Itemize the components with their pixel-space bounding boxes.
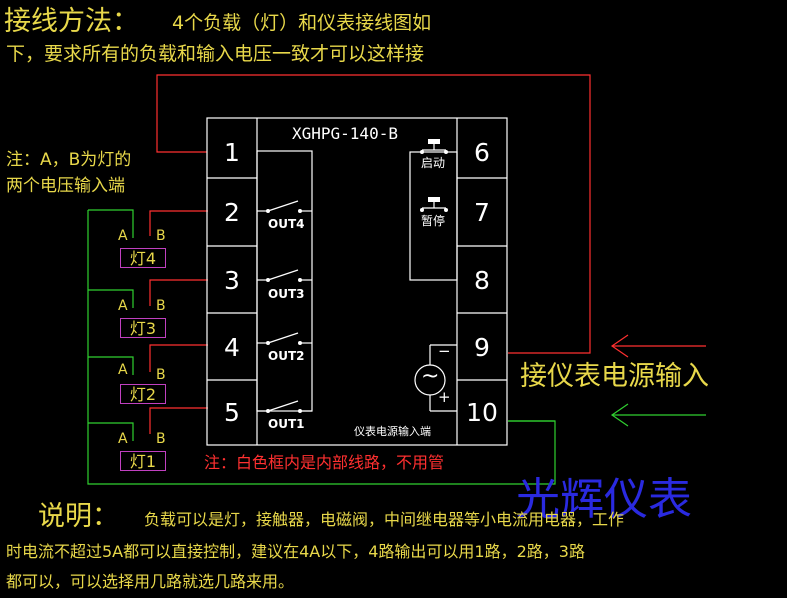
pin-3: 3 [224, 266, 240, 295]
desc-line2: 时电流不超过5A都可以直接控制，建议在4A以下，4路输出可以用1路，2路，3路 [6, 542, 585, 561]
lamp4-a: A [118, 228, 128, 244]
lamp2-a: A [118, 362, 128, 378]
minus-sign: − [438, 342, 451, 360]
switch-dots [266, 139, 448, 413]
out1-label: OUT1 [268, 417, 305, 431]
desc-line1: 负载可以是灯，接触器，电磁阀，中间继电器等小电流用电器，工作 [144, 510, 625, 529]
power-input-label: 接仪表电源输入 [520, 361, 709, 392]
lamp3: 灯3 [120, 318, 166, 338]
note-line2: 两个电压输入端 [6, 176, 125, 196]
intro-line2: 下，要求所有的负载和输入电压一致才可以这样接 [6, 43, 425, 65]
watermark: 光辉仪表 [516, 474, 692, 525]
pin-5: 5 [224, 398, 240, 427]
note-line1: 注：A，B为灯的 [6, 150, 132, 170]
power-inner-label: 仪表电源输入端 [354, 425, 431, 438]
desc-line3: 都可以，可以选择用几路就选几路来用。 [6, 572, 295, 591]
desc-title: 说明： [38, 501, 119, 532]
pin-7: 7 [474, 198, 490, 227]
pin-10: 10 [466, 398, 498, 427]
out4-label: OUT4 [268, 217, 305, 231]
plus-sign: + [438, 388, 451, 406]
lamp4: 灯4 [120, 248, 166, 268]
lamp1-b: B [156, 431, 166, 447]
pause-label: 暂停 [421, 214, 446, 228]
lamp2-b: B [156, 367, 166, 383]
red-wires [149, 74, 706, 434]
title: 接线方法： [4, 6, 139, 37]
pin-6: 6 [474, 138, 490, 167]
lamp1-a: A [118, 431, 128, 447]
pin-8: 8 [474, 266, 490, 295]
lamp4-b: B [156, 228, 166, 244]
device-outline [206, 117, 508, 446]
out2-label: OUT2 [268, 349, 305, 363]
ac-source-icon: ~ [421, 364, 440, 389]
pin-2: 2 [224, 198, 240, 227]
device-model: XGHPG-140-B [292, 124, 398, 143]
lamp1: 灯1 [120, 451, 166, 471]
start-label: 启动 [421, 156, 446, 170]
pin-9: 9 [474, 333, 490, 362]
intro-line1: 4个负载（灯）和仪表接线图如 [172, 12, 432, 34]
lamp2: 灯2 [120, 384, 166, 404]
lamp3-a: A [118, 298, 128, 314]
green-wires [87, 209, 706, 485]
pin-4: 4 [224, 333, 240, 362]
out3-label: OUT3 [268, 287, 305, 301]
pin-1: 1 [224, 138, 240, 167]
lamp3-b: B [156, 298, 166, 314]
internal-note: 注：白色框内是内部线路，不用管 [204, 453, 445, 472]
